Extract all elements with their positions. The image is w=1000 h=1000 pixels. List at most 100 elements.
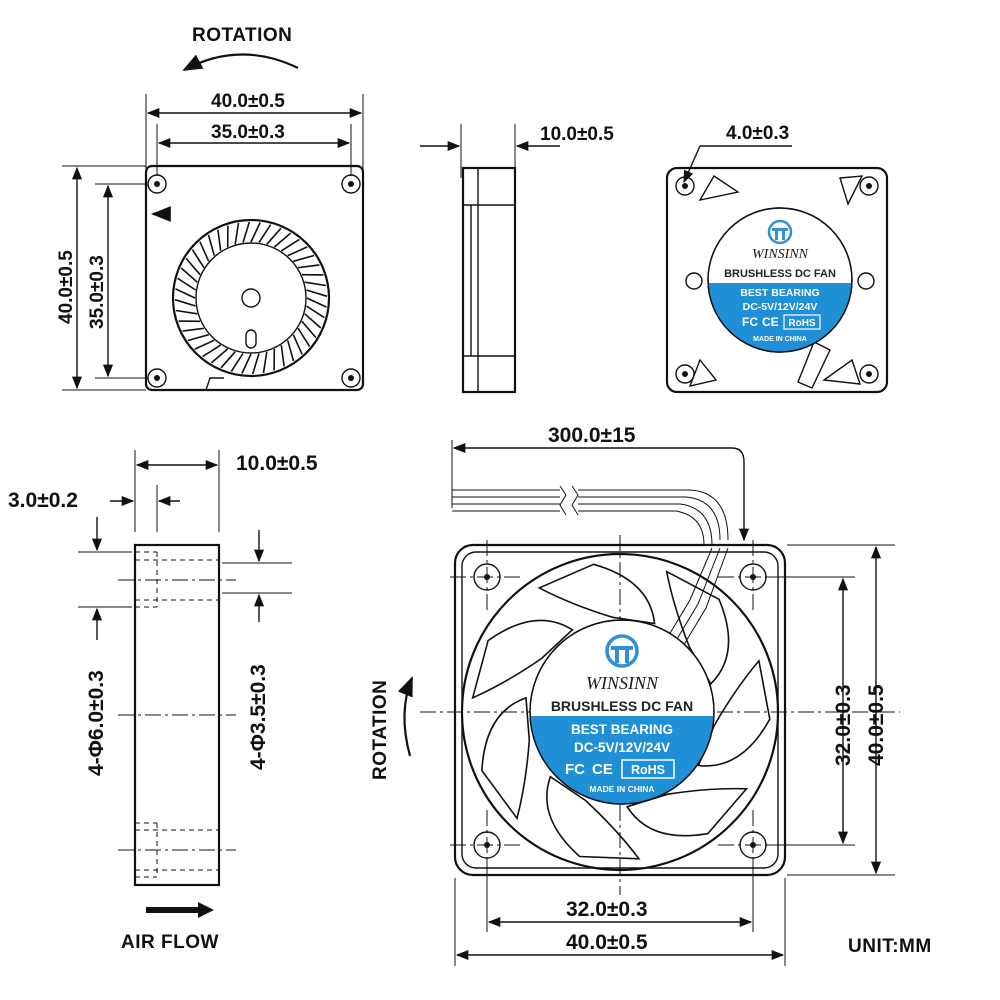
fan-blade [481, 696, 531, 821]
fan-blade [537, 563, 656, 625]
impeller-blade [182, 327, 205, 332]
impeller-blade [175, 288, 196, 299]
front-view: 300.0±15 [370, 424, 900, 966]
impeller-blade [297, 264, 320, 269]
front-product-name: BRUSHLESS DC FAN [551, 698, 693, 714]
side-view-top: 10.0±0.5 [420, 124, 614, 394]
front-overall-width-dim: 40.0±0.5 [566, 931, 648, 954]
top-overall-height-dim: 40.0±0.5 [56, 250, 77, 324]
impeller-blade [187, 333, 209, 342]
front-rotation-label: ROTATION [370, 680, 391, 780]
front-hole-spacing-width-dim: 32.0±0.3 [566, 898, 648, 921]
impeller-blade [175, 309, 198, 315]
front-brand-logo-icon [605, 634, 639, 668]
impeller-blade [304, 281, 327, 287]
fan-blade [697, 659, 771, 767]
airflow-label: AIR FLOW [121, 932, 219, 953]
small-brand-logo-icon [767, 219, 793, 245]
small-bearing-text: BEST BEARING [740, 287, 819, 299]
front-origin-text: MADE IN CHINA [589, 784, 654, 794]
impeller-blade [180, 267, 198, 283]
front-bearing-text: BEST BEARING [571, 722, 673, 737]
top-view: ROTATION 40.0±0.5 35.0±0.3 40.0±0. [56, 25, 365, 392]
fan-blade [471, 619, 574, 700]
small-hole-dim: 4.0±0.3 [726, 123, 789, 144]
impeller-blade [194, 339, 215, 350]
impeller-blade [280, 344, 285, 367]
front-fc-mark: FC [565, 761, 585, 778]
section-counterbore-dim: 4-Φ6.0±0.3 [85, 670, 108, 776]
impeller-blade [174, 298, 196, 307]
impeller-blade [230, 352, 244, 372]
impeller-blade [258, 224, 272, 244]
small-fc-mark: FC [742, 315, 758, 329]
section-flange-dim: 3.0±0.2 [8, 489, 78, 512]
impeller-blade [242, 221, 251, 243]
impeller-blade [217, 229, 222, 252]
front-rotation-arrow-icon [397, 676, 414, 757]
front-rohs-mark: RoHS [631, 763, 665, 777]
impeller-blade [234, 222, 240, 245]
impeller-blade [177, 277, 197, 291]
unit-label: UNIT:MM [848, 936, 932, 957]
fan-cable [452, 485, 729, 659]
impeller-blade [305, 305, 325, 319]
label-view-small: 4.0±0.3 WINSINN BRUSHLESS DC FAN BEST BE… [665, 123, 889, 394]
impeller-blade [250, 222, 261, 243]
impeller-blade [286, 340, 295, 362]
section-thickness-dim: 10.0±0.5 [236, 452, 318, 475]
front-voltage-text: DC-5V/12V/24V [574, 740, 670, 755]
section-through-hole-dim: 4-Φ3.5±0.3 [247, 664, 270, 770]
impeller-outer [171, 218, 331, 378]
impeller-blade [207, 234, 216, 256]
fan-blades [471, 563, 771, 860]
impeller-blade [251, 353, 260, 375]
impeller-blade [287, 246, 308, 257]
impeller-blade [292, 334, 303, 355]
side-profile [461, 166, 517, 394]
impeller-blade [273, 232, 292, 248]
small-voltage-text: DC-5V/12V/24V [743, 301, 818, 313]
top-hole-spacing-width-dim: 35.0±0.3 [211, 122, 285, 143]
impeller-blade [306, 297, 327, 308]
impeller-blade [210, 348, 229, 364]
side-section-view: 10.0±0.5 3.0±0.2 4-Φ6.0±0.3 4 [8, 450, 318, 953]
impeller-blade [304, 313, 322, 329]
top-overall-width-dim: 40.0±0.5 [211, 91, 285, 112]
rotation-arrow-icon [182, 53, 299, 71]
cable-length-dim: 300.0±15 [548, 424, 636, 447]
impeller-blade [220, 351, 236, 369]
impeller-blades [174, 221, 328, 375]
small-origin-text: MADE IN CHINA [753, 336, 807, 343]
front-overall-height-dim: 40.0±0.5 [865, 684, 888, 766]
blower-housing [144, 164, 365, 392]
impeller-blade [266, 227, 282, 245]
impeller-blade [262, 351, 268, 374]
impeller-blade [185, 257, 201, 276]
top-rotation-label: ROTATION [192, 25, 292, 46]
top-hole-spacing-height-dim: 35.0±0.3 [87, 255, 108, 329]
impeller-blade [306, 289, 328, 298]
impeller-blade [202, 344, 222, 358]
fan-back-housing [665, 166, 889, 394]
impeller-blade [199, 241, 210, 262]
impeller-blade [301, 320, 317, 339]
small-rohs-mark: RoHS [788, 318, 816, 329]
impeller-blade [297, 327, 311, 347]
small-ce-mark: CE [762, 315, 779, 329]
impeller-blade [280, 238, 300, 252]
front-ce-mark: CE [592, 761, 613, 778]
impeller-blade [191, 249, 205, 269]
impeller-blade [293, 254, 315, 263]
fan-blade [546, 775, 641, 860]
side-thickness-dim: 10.0±0.5 [540, 124, 614, 145]
front-brand-name: WINSINN [586, 673, 659, 693]
impeller-blade [241, 353, 252, 374]
small-brand-name: WINSINN [752, 247, 809, 262]
fan-blade [665, 570, 730, 686]
front-hole-spacing-height-dim: 32.0±0.3 [832, 684, 855, 766]
small-product-name: BRUSHLESS DC FAN [724, 268, 836, 280]
fan-blade [625, 787, 749, 837]
